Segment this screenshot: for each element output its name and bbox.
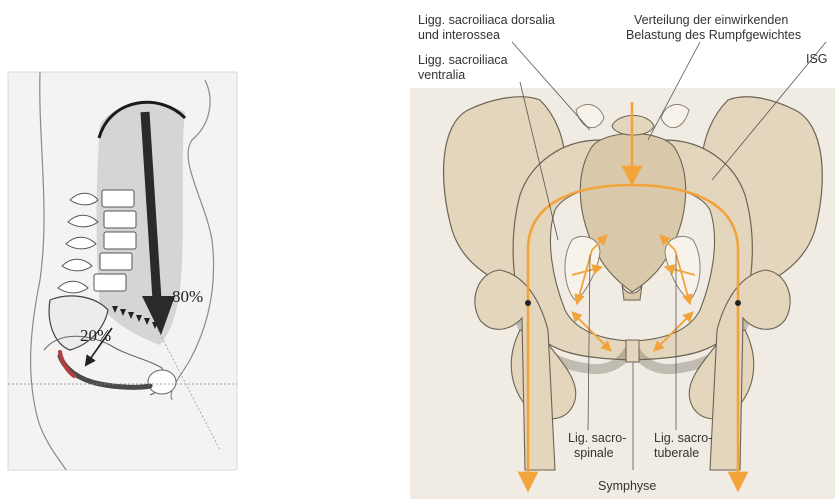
left-hip-joint-center [525,300,531,306]
label-sacrospinale-1: Lig. sacro- [568,431,626,445]
right-hip-joint-center [735,300,741,306]
label-sacrospinale-2: spinale [574,446,614,460]
label-load-distribution-1: Verteilung der einwirkenden [634,13,788,27]
spine-load-diagram: 80% 20% [8,72,237,470]
label-sacrotuberale-2: tuberale [654,446,699,460]
label-dorsal-ligaments-2: und interossea [418,28,500,42]
pubic-bone [148,370,176,394]
pelvis-load-percent: 20% [80,326,111,345]
label-symphyse: Symphyse [598,479,656,493]
label-load-distribution-2: Belastung des Rumpfgewichtes [626,28,801,42]
label-sacrotuberale-1: Lig. sacro- [654,431,712,445]
label-dorsal-ligaments-1: Ligg. sacroiliaca dorsalia [418,13,555,27]
pelvis-diagram: Ligg. sacroiliaca dorsalia und interosse… [410,13,835,499]
label-isg: ISG [806,52,828,66]
label-ventral-ligaments-1: Ligg. sacroiliaca [418,53,508,67]
label-ventral-ligaments-2: ventralia [418,68,465,82]
symphysis-joint [626,340,639,362]
trunk-load-percent: 80% [172,287,203,306]
